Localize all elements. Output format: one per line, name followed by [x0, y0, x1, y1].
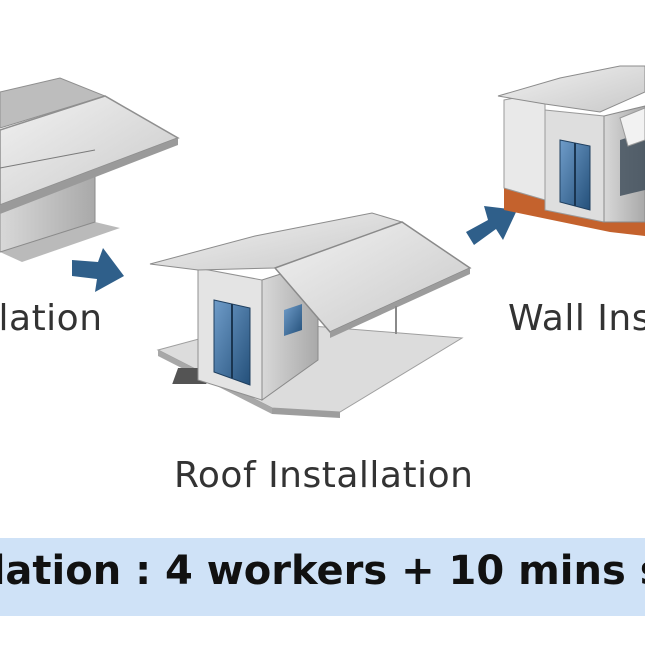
- wall-installation-label: Wall Ins: [508, 298, 645, 339]
- arrow-right-icon: [466, 206, 517, 245]
- summary-banner-text: llation : 4 workers + 10 mins s: [0, 548, 645, 594]
- house-left-illustration: [0, 78, 178, 262]
- arrow-right-icon: [72, 248, 124, 292]
- house-right-illustration: [498, 66, 645, 236]
- house-middle-illustration: [150, 213, 470, 418]
- left-step-label: llation: [0, 298, 103, 339]
- roof-installation-label: Roof Installation: [174, 455, 473, 496]
